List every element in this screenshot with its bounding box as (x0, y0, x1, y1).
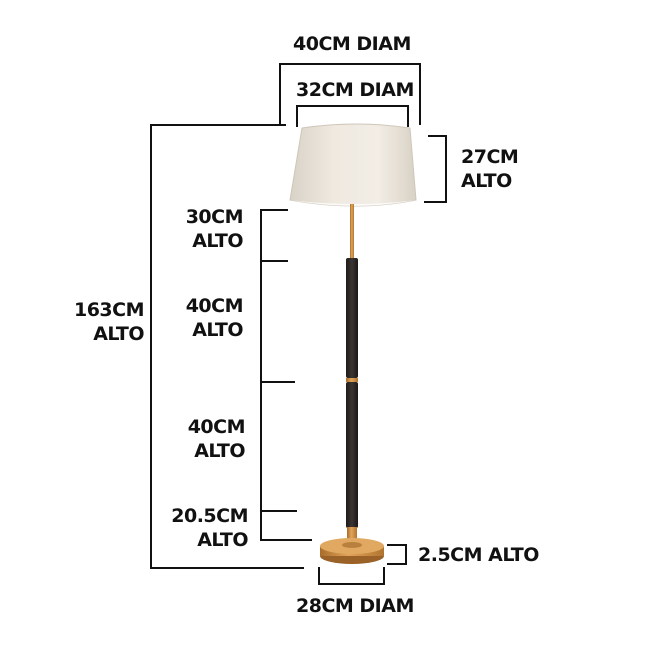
stem-bracket-tick-2 (260, 260, 288, 262)
shade-inner-diam-bracket-top (296, 105, 409, 107)
shade-height-unit: ALTO (461, 170, 512, 192)
total-height-bracket-bottom (150, 567, 304, 569)
base-diam-bracket-right (383, 567, 385, 585)
shade-top-diam-bracket-top (279, 63, 421, 65)
shade-height-label: 27CM ALTO (461, 145, 519, 193)
base-diam-bracket-bottom (318, 583, 385, 585)
total-height-bracket-vertical (150, 124, 152, 569)
base-height-bracket-bottom (387, 563, 407, 565)
stem-bracket-tick-bottom (260, 539, 312, 541)
stem-segment-1-unit: ALTO (192, 319, 243, 341)
total-height-value: 163CM (73, 299, 145, 321)
stem-lower-label: 20.5CM ALTO (160, 504, 248, 552)
total-height-label: 163CM ALTO (66, 298, 145, 346)
stem-segment-2-value: 40CM (187, 416, 246, 438)
stem-bracket-tick-4 (260, 510, 297, 512)
stem-upper-value: 30CM (185, 206, 244, 228)
stem-segment-2-label: 40CM ALTO (162, 415, 246, 463)
base-diam-label: 28CM DIAM (296, 595, 414, 617)
stem-segment-1-label: 40CM ALTO (160, 294, 244, 342)
shade-height-value: 27CM (461, 146, 519, 168)
lamp-stem-ring (346, 378, 358, 382)
stem-segment-1-value: 40CM (185, 295, 244, 317)
lamp-rod (350, 204, 354, 262)
stem-upper-unit: ALTO (192, 230, 243, 252)
base-height-bracket-vertical (405, 544, 407, 565)
total-height-unit: ALTO (93, 323, 144, 345)
stem-bracket-vertical (260, 209, 262, 541)
base-diam-bracket-left (318, 567, 320, 585)
shade-height-bracket-bottom (424, 201, 447, 203)
stem-bracket-tick-top (260, 209, 288, 211)
shade-top-diam-bracket-right (419, 63, 421, 125)
stem-lower-unit: ALTO (197, 529, 248, 551)
total-height-bracket-top (150, 124, 286, 126)
shade-inner-diam-bracket-left (296, 105, 298, 127)
base-height-label: 2.5CM ALTO (418, 544, 539, 566)
stem-upper-label: 30CM ALTO (160, 205, 244, 253)
lamp-shade (289, 123, 417, 207)
shade-height-bracket-top (428, 135, 447, 137)
stem-segment-2-unit: ALTO (194, 440, 245, 462)
shade-inner-diam-label: 32CM DIAM (296, 79, 414, 101)
lamp-stem-upper (346, 258, 358, 378)
lamp-stem-collar (347, 527, 357, 543)
shade-inner-diam-bracket-right (407, 105, 409, 127)
stem-lower-value: 20.5CM (171, 505, 248, 527)
lamp-stem-lower (346, 382, 358, 528)
stem-bracket-tick-3 (260, 381, 295, 383)
shade-top-diam-bracket-left (279, 63, 281, 125)
lamp-base (320, 538, 384, 564)
shade-top-diam-label: 40CM DIAM (293, 33, 411, 55)
shade-height-bracket-vertical (445, 135, 447, 203)
base-height-bracket-top (387, 544, 407, 546)
